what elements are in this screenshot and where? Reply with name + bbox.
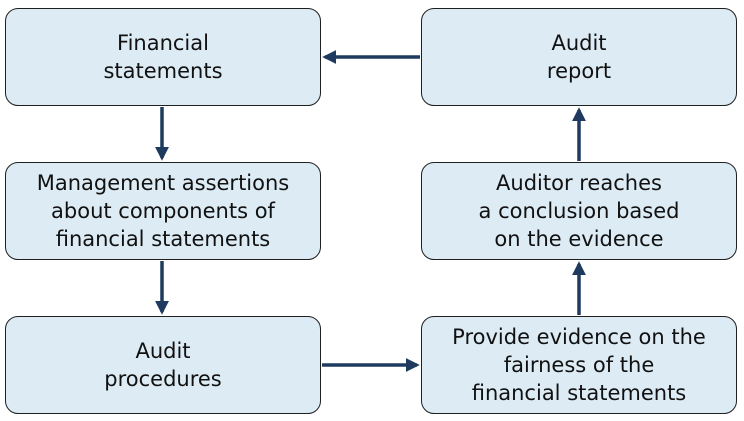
auditor-conclusion-box: Auditor reaches a conclusion based on th…	[421, 162, 737, 260]
audit-report-box: Audit report	[421, 8, 737, 106]
financial-statements-box: Financial statements	[5, 8, 321, 106]
provide-evidence-box: Provide evidence on the fairness of the …	[421, 316, 737, 414]
audit-procedures-box: Audit procedures	[5, 316, 321, 414]
management-assertions-box: Management assertions about components o…	[5, 162, 321, 260]
